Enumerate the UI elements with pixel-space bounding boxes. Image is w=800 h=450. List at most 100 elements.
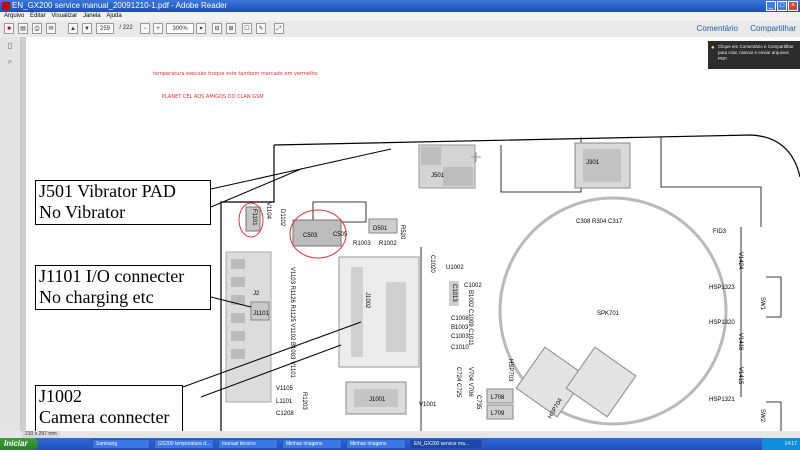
menu-bar: Arquivo Editar Visualizar Janela Ajuda (0, 12, 800, 21)
minimize-button[interactable]: _ (766, 1, 776, 11)
callout-vibrator: J501 Vibrator PAD No Vibrator (35, 180, 211, 225)
task-adobe-reader[interactable]: EN_GX200 service ma... (410, 439, 482, 449)
comment-icon[interactable]: ☐ (242, 23, 252, 34)
window-title: EN_GX200 service manual_20091210-1.pdf -… (12, 1, 228, 10)
j501-label: J501 (431, 173, 445, 179)
zoom-dropdown-icon[interactable]: ▾ (196, 23, 206, 34)
open-icon[interactable]: ▤ (18, 23, 28, 34)
lightbulb-icon: ● (711, 45, 715, 51)
j1002-label: J1002 (364, 292, 370, 309)
menu-ajuda[interactable]: Ajuda (106, 13, 122, 19)
c1010-label: C1010 (451, 345, 469, 351)
red-circle-c503 (289, 209, 347, 259)
expand-icon[interactable]: ⤢ (274, 23, 284, 34)
email-icon[interactable]: ✉ (46, 23, 56, 34)
page-number-input[interactable]: 259 (96, 23, 114, 34)
menu-visualizar[interactable]: Visualizar (51, 13, 78, 19)
c505-label: C505 (333, 232, 348, 238)
callout-line-io (210, 296, 252, 308)
zoom-select[interactable]: 300% (166, 23, 194, 34)
v1416-label: V1416 (737, 333, 743, 351)
v704-label: V704 V706 (467, 367, 473, 397)
navigation-panel: ▯ ⌕ (0, 37, 21, 437)
hsp704-pad (565, 346, 637, 418)
menu-janela[interactable]: Janela (82, 13, 101, 19)
j1001-label: J1001 (369, 397, 386, 403)
share-tooltip: ● Clique em Comentário e Compartilhar pa… (708, 41, 800, 69)
inner-outline-2 (500, 137, 582, 193)
attachments-icon[interactable]: ⌕ (7, 57, 13, 66)
page-down-icon[interactable]: ▼ (82, 23, 92, 34)
v1104-label: V1104 (265, 202, 271, 220)
maximize-button[interactable]: □ (777, 1, 787, 11)
sw2-label: SW2 (759, 409, 765, 423)
print-icon[interactable]: ⎙ (32, 23, 42, 34)
document-view[interactable]: temperatura execsão troque este tambem m… (21, 37, 800, 431)
c735-label: C735 (475, 395, 481, 410)
task-gs200[interactable]: GS200 temperatura d... (154, 439, 214, 449)
callout-io-line1: J1101 I/O connecter (39, 266, 185, 286)
c1013-pad (449, 281, 459, 306)
share-link[interactable]: Compartilhar (750, 24, 796, 33)
v1415-label: V1415 (737, 367, 743, 385)
j1101-pad (250, 301, 270, 321)
callout-vibrator-line2: No Vibrator (39, 202, 126, 222)
callout-camera-line2: Camera connecter (39, 407, 170, 427)
l709-pad (486, 404, 514, 420)
callout-camera: J1002 Camera connecter (35, 385, 183, 431)
zoom-out-icon[interactable]: − (140, 23, 150, 34)
spk701-label: SPK701 (597, 311, 620, 317)
callout-line-vibrator-2 (210, 168, 302, 208)
highlight-icon[interactable]: ✎ (256, 23, 266, 34)
system-tray: 14:17 (762, 438, 800, 450)
inner-outline-3 (660, 137, 762, 227)
callout-vibrator-line1: J501 Vibrator PAD (39, 181, 176, 201)
page-size-indicator: 210 x 297 mm (22, 431, 60, 438)
fit-page-icon[interactable]: ⊟ (212, 23, 222, 34)
j301-inner (583, 149, 621, 182)
page-edge (21, 37, 26, 431)
c1002-label: C1002 (464, 283, 482, 289)
toolbar: ■ ▤ ⎙ ✉ ▲ ▼ 259 / 222 − + 300% ▾ ⊟ ⊞ ☐ ✎… (0, 21, 800, 38)
start-button[interactable]: Iniciar (0, 438, 38, 450)
window-controls: _ □ × (766, 1, 798, 11)
annotation-note-2: PLANET CEL AOS AMIGOS DO CLAN GSM (162, 94, 264, 100)
pages-panel-icon[interactable]: ▯ (7, 41, 13, 50)
red-circle-f1101 (238, 202, 264, 238)
l708-pad (486, 388, 514, 404)
callout-io-line2: No charging etc (39, 287, 154, 307)
task-samsung[interactable]: Samsung (92, 439, 150, 449)
c1003-label: C1003 (451, 334, 469, 340)
callout-line-camera-2 (200, 344, 342, 398)
c1020-label: C1020 (429, 255, 435, 273)
menu-editar[interactable]: Editar (30, 13, 46, 19)
j1101-pin-2 (231, 277, 245, 287)
close-button[interactable]: × (788, 1, 798, 11)
d1102-label: D1102 (279, 209, 285, 227)
fit-width-icon[interactable]: ⊞ (226, 23, 236, 34)
create-pdf-icon[interactable]: ■ (4, 23, 14, 34)
task-images-1[interactable]: Minhas imagens (282, 439, 342, 449)
annotation-note-1: temperatura execsão troque este tambem m… (153, 71, 318, 77)
callout-line-camera-1 (182, 321, 362, 388)
horizontal-scrollbar[interactable] (0, 431, 800, 438)
outline-notch (312, 201, 367, 223)
comment-link[interactable]: Comentário (696, 24, 738, 33)
task-manual[interactable]: manual técnico (218, 439, 278, 449)
page-up-icon[interactable]: ▲ (68, 23, 78, 34)
sw2-outline (766, 401, 782, 431)
c1008-label: C1008 (451, 316, 469, 322)
misc-label: B1002 C1009 C1011 (467, 290, 473, 346)
r1203-label: R1203 (301, 392, 307, 410)
d501-label: D501 (373, 226, 388, 232)
zoom-in-icon[interactable]: + (153, 23, 163, 34)
v1105-label: V1105 (276, 386, 294, 392)
menu-arquivo[interactable]: Arquivo (4, 13, 25, 19)
board-outline-top (273, 134, 800, 178)
r520-label: R520 (399, 225, 405, 240)
j1101-pin-6 (231, 349, 245, 359)
task-images-2[interactable]: Minhas imagens (346, 439, 406, 449)
window-titlebar[interactable]: EN_GX200 service manual_20091210-1.pdf -… (0, 0, 800, 12)
taskbar: Iniciar Samsung GS200 temperatura d... m… (0, 438, 800, 450)
c1013-label: C1013 (451, 284, 457, 302)
